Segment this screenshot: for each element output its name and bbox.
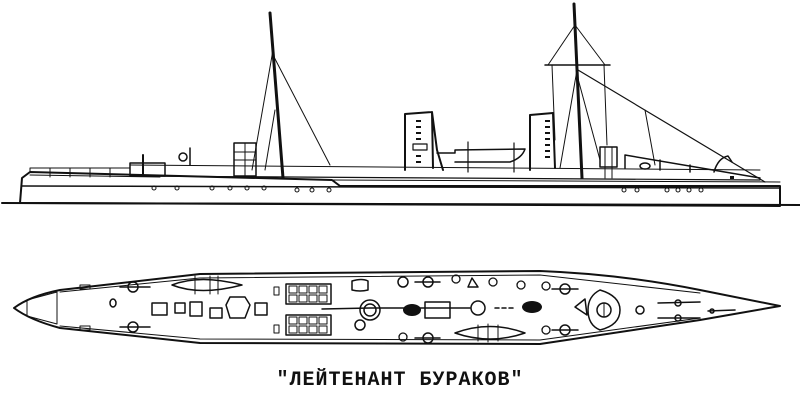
- plan-view: [13, 270, 781, 345]
- portholes: [151, 185, 704, 193]
- skylight-grid-starboard: [285, 314, 332, 336]
- fore-mast: [572, 2, 584, 180]
- after-mast: [268, 11, 285, 180]
- fore-funnel-plan: [522, 301, 542, 313]
- after-bridge-plan: [225, 296, 251, 319]
- after-funnel: [404, 111, 444, 171]
- plan-boat-aft: [171, 278, 243, 292]
- ship-name-caption: "ЛЕЙТЕНАНТ БУРАКОВ": [276, 369, 524, 392]
- stern-grating: [26, 291, 58, 325]
- fore-funnel: [529, 112, 556, 171]
- skylight-grid-port: [285, 283, 332, 305]
- fore-bridge: [599, 146, 618, 168]
- forecastle-plan: [587, 289, 621, 331]
- hull-profile: [19, 171, 781, 207]
- forestay: [577, 69, 766, 183]
- plan-boat-fore: [454, 325, 526, 340]
- hull-plan: [13, 270, 781, 345]
- after-funnel-plan: [351, 278, 369, 292]
- profile-view: [1, 2, 800, 207]
- profile-boat: [436, 148, 526, 163]
- forecastle: [624, 154, 761, 179]
